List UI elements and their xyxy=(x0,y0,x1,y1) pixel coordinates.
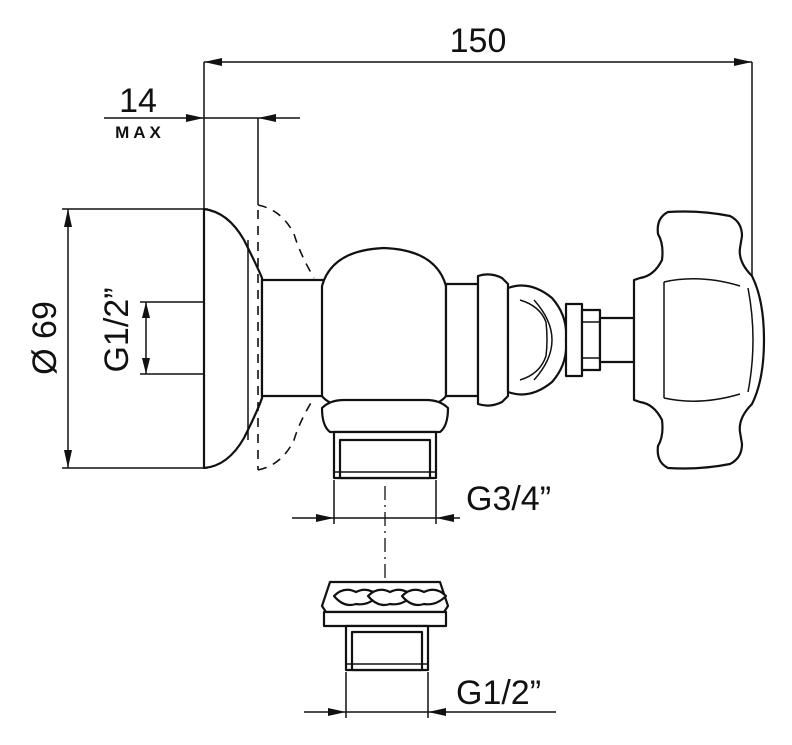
adapter-thread-label: G1/2” xyxy=(456,674,541,712)
valve-neck xyxy=(260,278,326,398)
wall-rosette xyxy=(202,204,315,471)
reducer-adapter xyxy=(320,580,450,672)
dimension-wall-depth: 14 MAX xyxy=(104,82,300,205)
wall-depth-label: 14 xyxy=(119,82,157,120)
dimension-rosette-diameter: Ø 69 xyxy=(26,208,208,469)
outlet-thread-label: G3/4” xyxy=(466,480,551,518)
outlet-fitting xyxy=(320,398,450,480)
valve-bonnet xyxy=(444,273,636,407)
inlet-thread-label: G1/2” xyxy=(98,287,136,372)
rosette-diameter-label: Ø 69 xyxy=(26,301,64,375)
overall-length-label: 150 xyxy=(450,22,507,60)
handwheel xyxy=(632,210,766,470)
wall-depth-note: MAX xyxy=(115,123,165,142)
dimension-adapter-thread: G1/2” xyxy=(304,672,556,718)
dimension-overall-length: 150 xyxy=(203,22,753,300)
dimension-outlet-thread: G3/4” xyxy=(292,480,551,524)
dimension-inlet-thread: G1/2” xyxy=(98,287,210,375)
valve-body xyxy=(320,246,448,414)
